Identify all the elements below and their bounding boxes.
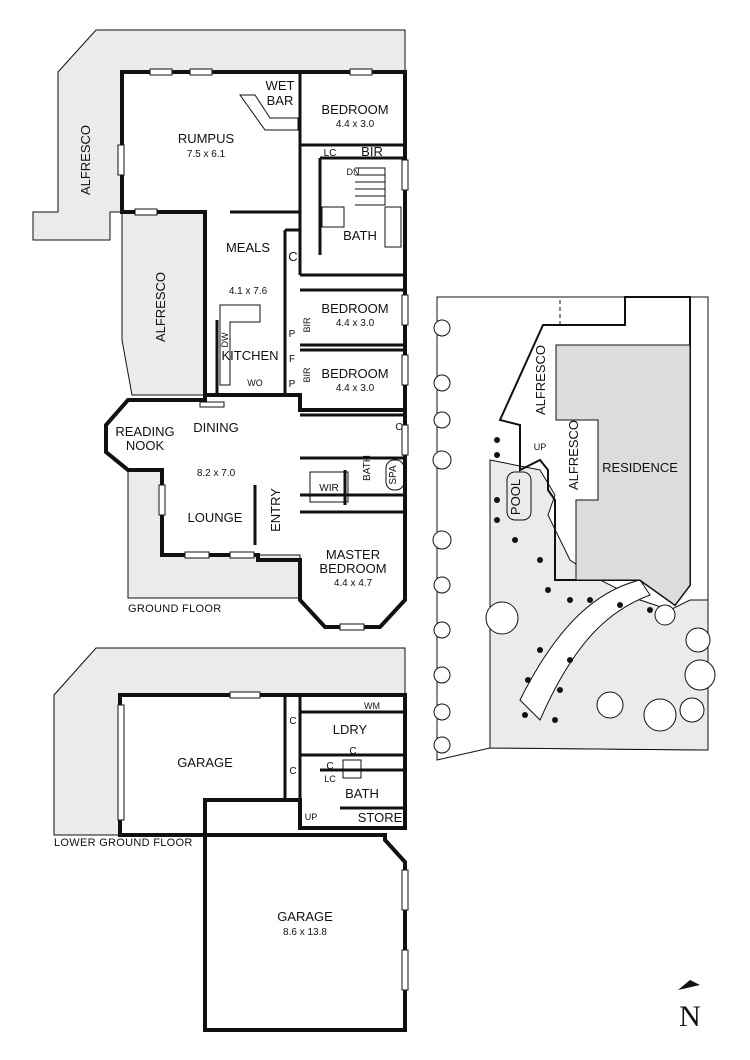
label-reading-1: READING — [115, 424, 174, 439]
label-bedroom-3-dim: 4.4 x 3.0 — [336, 383, 375, 394]
label-lc: LC — [324, 774, 336, 784]
label-lounge: LOUNGE — [188, 510, 243, 525]
label-bedroom-1-dim: 4.4 x 3.0 — [336, 119, 375, 130]
label-garage-2: GARAGE — [277, 909, 333, 924]
interior-walls — [215, 72, 405, 545]
ground-floor-plan — [32, 29, 409, 631]
lower-window-3 — [401, 949, 409, 991]
site-dashed-line — [437, 296, 561, 325]
wir-box — [309, 471, 349, 503]
residence-outline — [498, 296, 691, 607]
lower-shower — [342, 759, 362, 779]
label-bath-lower: BATH — [345, 786, 379, 801]
label-garage-1: GARAGE — [177, 755, 233, 770]
site-label-residence: RESIDENCE — [602, 460, 678, 475]
north-label: N — [679, 1000, 701, 1033]
bath-tub — [384, 206, 402, 248]
label-bath-1: BATH — [343, 228, 377, 243]
label-dining: DINING — [193, 420, 239, 435]
site-label-alfresco-2: ALFRESCO — [566, 420, 581, 490]
label-c-3: C — [349, 746, 356, 757]
spa-tub — [385, 459, 405, 491]
label-p-1: P — [289, 329, 296, 340]
lower-ground-floor-caption: LOWER GROUND FLOOR — [54, 837, 193, 849]
label-rumpus: RUMPUS — [178, 131, 235, 146]
label-alfresco-mid: ALFRESCO — [153, 272, 168, 342]
label-dining-dim: 8.2 x 7.0 — [197, 468, 236, 479]
lower-wing-outer-wall — [104, 393, 407, 629]
lower-ground-floor-plan — [53, 647, 409, 1032]
label-kitchen: KITCHEN — [221, 348, 278, 363]
site-label-up: UP — [534, 442, 547, 452]
pool-shape — [506, 471, 532, 521]
label-bir-3: BIR — [302, 367, 312, 383]
label-wet-bar-1: WET — [266, 78, 295, 93]
label-alfresco-top: ALFRESCO — [78, 125, 93, 195]
driveway — [519, 579, 651, 721]
windows — [117, 68, 409, 631]
label-bath-ens: BATH — [362, 455, 373, 481]
label-bir-2: BIR — [302, 317, 312, 333]
shrubs — [494, 437, 653, 723]
lower-window-2 — [401, 869, 409, 911]
label-reading-2: NOOK — [126, 438, 165, 453]
label-c-meals: C — [288, 249, 297, 264]
garage-lower-wall — [203, 833, 407, 1032]
label-up: UP — [305, 812, 318, 822]
label-c-ens: C — [395, 422, 402, 433]
label-bedroom-3: BEDROOM — [321, 366, 388, 381]
label-f-1: F — [289, 354, 295, 365]
trees — [432, 319, 716, 754]
label-bedroom-2: BEDROOM — [321, 301, 388, 316]
label-p-2: P — [289, 379, 296, 390]
label-bedroom-2-dim: 4.4 x 3.0 — [336, 318, 375, 329]
label-c-1: C — [289, 716, 296, 727]
label-master-1: MASTER — [326, 547, 380, 562]
label-rumpus-dim: 7.5 x 6.1 — [187, 149, 226, 160]
label-wir: WIR — [319, 483, 338, 494]
label-ldry: LDRY — [333, 722, 368, 737]
site-label-alfresco-1: ALFRESCO — [533, 345, 548, 415]
label-wo: WO — [247, 378, 263, 388]
stair — [355, 167, 386, 206]
site-plan — [432, 296, 716, 761]
label-bir-1: BIR — [361, 144, 383, 159]
label-master-2: BEDROOM — [319, 561, 386, 576]
wet-bar-counter — [239, 94, 299, 131]
north-arrow-icon — [678, 980, 700, 990]
residence-block — [555, 344, 691, 606]
label-meals-dim: 4.1 x 7.6 — [229, 286, 268, 297]
kitchen-bench — [219, 304, 261, 386]
label-meals: MEALS — [226, 240, 270, 255]
site-label-pool: POOL — [508, 479, 523, 515]
ground-floor-caption: GROUND FLOOR — [128, 603, 221, 615]
label-c-2: C — [289, 766, 296, 777]
label-garage-2-dim: 8.6 x 13.8 — [283, 927, 327, 938]
label-master-dim: 4.4 x 4.7 — [334, 578, 373, 589]
garage-door — [117, 704, 125, 821]
label-store: STORE — [358, 810, 403, 825]
lower-window — [229, 691, 261, 699]
label-c-4: C — [326, 761, 333, 772]
shower — [321, 206, 345, 228]
label-dw: DW — [220, 332, 230, 347]
label-wet-bar-2: BAR — [267, 93, 294, 108]
label-dn: DN — [347, 167, 360, 177]
lower-interior-walls — [283, 695, 405, 828]
label-spa: SPA — [388, 465, 399, 485]
label-lc-1: LC — [324, 148, 337, 159]
label-wm: WM — [364, 701, 380, 711]
label-bedroom-1: BEDROOM — [321, 102, 388, 117]
label-entry: ENTRY — [268, 488, 283, 532]
